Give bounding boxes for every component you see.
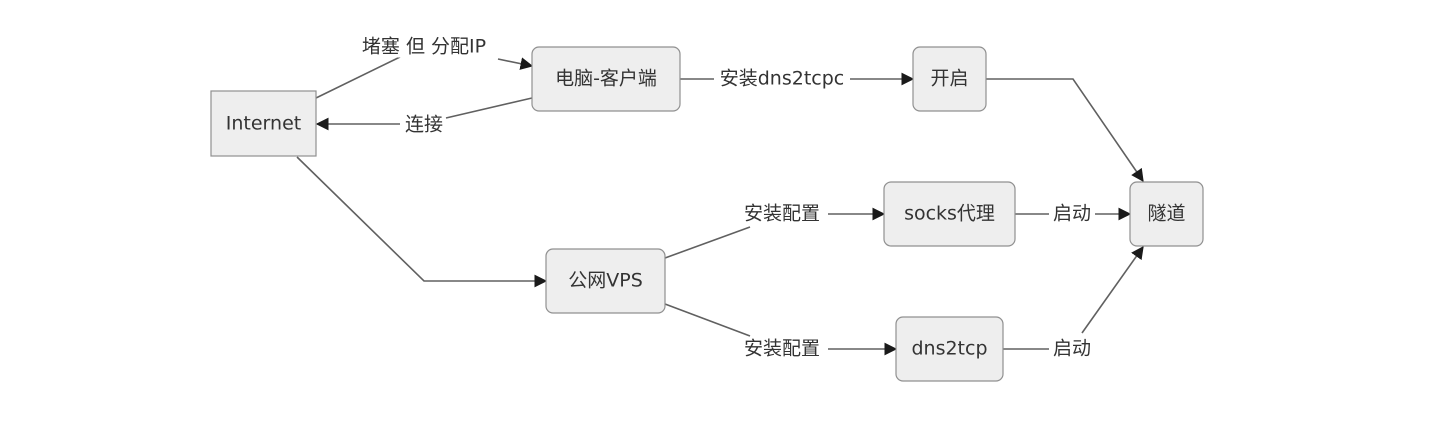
node-label: 开启 bbox=[930, 68, 968, 90]
edge-vps-to-socks bbox=[664, 207, 886, 259]
edge-label-text: 安装配置 bbox=[744, 338, 820, 360]
node-box bbox=[895, 316, 1004, 382]
edge-label-text: 启动 bbox=[1053, 203, 1091, 225]
edge-label-text: 连接 bbox=[405, 114, 443, 136]
node-box bbox=[545, 248, 666, 314]
node-socks-proxy[interactable]: socks代理 bbox=[883, 181, 1016, 247]
edge-open-to-tunnel bbox=[986, 78, 1144, 183]
edge-line bbox=[445, 97, 533, 119]
node-label: 电脑-客户端 bbox=[555, 68, 657, 90]
edge-vps-to-dns2tcp bbox=[664, 303, 898, 356]
edge-label-install-config-socks: 安装配置 bbox=[741, 202, 823, 225]
edge-dns2tcp-to-tunnel bbox=[1003, 245, 1144, 350]
node-public-vps[interactable]: 公网VPS bbox=[545, 248, 666, 314]
edge-line bbox=[664, 226, 751, 259]
node-label: 隧道 bbox=[1147, 203, 1185, 225]
node-box bbox=[1129, 181, 1204, 247]
node-box bbox=[210, 90, 317, 157]
edge-label-text: 堵塞 但 分配IP bbox=[362, 36, 486, 58]
node-label: 公网VPS bbox=[568, 270, 643, 292]
node-open[interactable]: 开启 bbox=[912, 46, 987, 112]
edge-internet-to-client bbox=[315, 56, 534, 99]
edge-label-background bbox=[717, 67, 847, 90]
edge-label-install-config-dns2tcp: 安装配置 bbox=[741, 337, 823, 360]
edge-label-background bbox=[741, 202, 823, 225]
node-client-pc[interactable]: 电脑-客户端 bbox=[531, 46, 681, 112]
edge-label-background bbox=[359, 35, 489, 58]
edge-label-blocked-with-ip: 堵塞 但 分配IP bbox=[359, 35, 489, 58]
edge-line bbox=[296, 156, 548, 288]
edge-line bbox=[1081, 245, 1144, 334]
edge-label-connect: 连接 bbox=[402, 113, 446, 136]
edge-label-start-dns2tcp: 启动 bbox=[1050, 337, 1094, 360]
edge-label-background bbox=[1050, 202, 1094, 225]
edge-label-start-socks: 启动 bbox=[1050, 202, 1094, 225]
node-label: Internet bbox=[226, 113, 301, 135]
edge-line bbox=[497, 57, 534, 70]
edge-label-text: 安装dns2tcpc bbox=[720, 68, 845, 90]
node-label: dns2tcp bbox=[911, 338, 987, 360]
node-label: socks代理 bbox=[904, 203, 995, 225]
edge-label-background bbox=[1050, 337, 1094, 360]
edge-label-background bbox=[741, 337, 823, 360]
edge-line bbox=[315, 56, 401, 99]
edge-internet-to-vps bbox=[296, 156, 548, 288]
node-box bbox=[883, 181, 1016, 247]
node-box bbox=[531, 46, 681, 112]
node-box bbox=[912, 46, 987, 112]
node-internet[interactable]: Internet bbox=[210, 90, 317, 157]
edge-label-text: 启动 bbox=[1053, 338, 1091, 360]
edge-client-to-internet bbox=[315, 97, 533, 131]
edge-label-text: 安装配置 bbox=[744, 203, 820, 225]
node-dns2tcp[interactable]: dns2tcp bbox=[895, 316, 1004, 382]
edge-label-install-dns2tcpc: 安装dns2tcpc bbox=[717, 67, 847, 90]
edge-line bbox=[664, 303, 751, 337]
edge-label-background bbox=[402, 113, 446, 136]
node-tunnel[interactable]: 隧道 bbox=[1129, 181, 1204, 247]
edge-line bbox=[986, 78, 1144, 183]
